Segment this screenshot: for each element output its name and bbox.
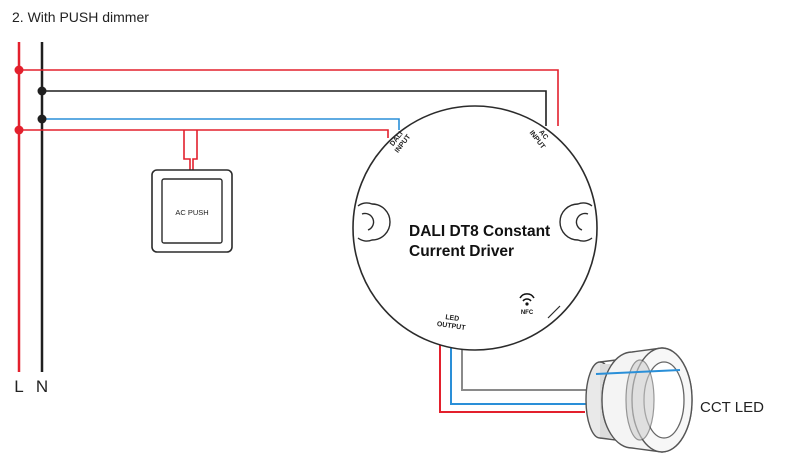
svg-text:OUTPUT: OUTPUT [436,321,466,332]
svg-text:LED: LED [445,314,460,323]
led-output-label: LED OUTPUT [436,314,466,332]
cct-led-lamp [585,347,693,453]
neutral-feed-wire [42,90,547,126]
live-junction-2 [14,125,24,135]
nfc-icon: NFC [519,293,535,316]
neutral-junction-2 [37,114,47,124]
push-live-wire [19,129,389,138]
svg-text:AC: AC [537,129,549,141]
neutral-junction-1 [37,86,47,96]
live-label: L [14,377,23,396]
driver-title-line1: DALI DT8 Constant [409,223,550,240]
driver-title-line2: Current Driver [409,243,514,260]
live-junction-1 [14,65,24,75]
diagram-heading: 2. With PUSH dimmer [12,9,149,25]
push-lead-right [192,130,198,170]
led-output-wire-gray [461,340,588,391]
ac-push-switch: AC PUSH [151,169,233,253]
nfc-label: NFC [521,310,534,316]
live-feed-wire [19,69,559,126]
led-output-wire-red [439,340,585,413]
driver-body [352,105,598,351]
push-lead-left [183,130,191,170]
led-output-wire-blue [450,340,586,405]
dali-wire [42,118,400,130]
ac-push-label: AC PUSH [175,208,208,217]
neutral-label: N [36,377,48,396]
cct-led-label: CCT LED [700,399,764,416]
